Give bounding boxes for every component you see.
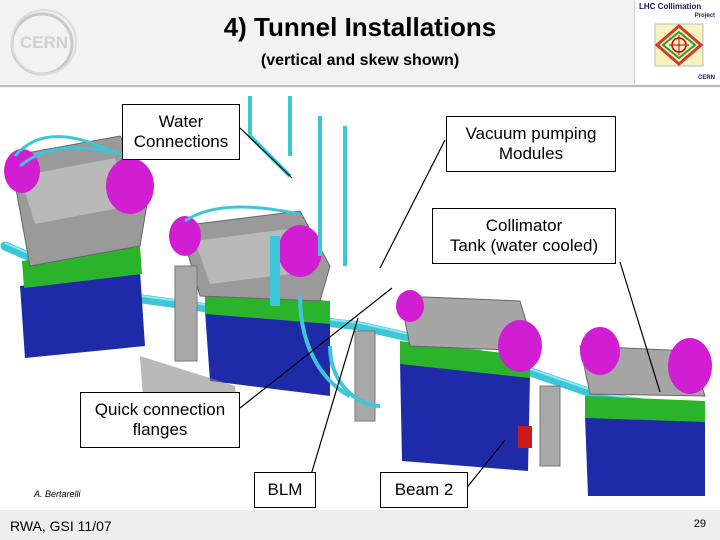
callout-water-connections: Water Connections — [122, 104, 240, 160]
tunnel-installation-render — [0, 96, 712, 496]
page-number: 29 — [693, 518, 706, 530]
lhc-collimation-logo: LHC Collimation Project CERN — [634, 0, 720, 84]
collimator-module-1 — [4, 135, 154, 358]
lhc-logo-subtitle: Project — [694, 13, 715, 19]
collimator-module-4 — [579, 327, 712, 496]
lhc-logo-title: LHC Collimation — [639, 2, 702, 11]
collimator-module-3 — [396, 290, 542, 471]
slide-header — [0, 0, 720, 88]
cern-logo: CERN — [10, 9, 77, 76]
callout-quick-flanges: Quick connection flanges — [80, 392, 240, 448]
callout-water-text: Water Connections — [133, 112, 229, 151]
callout-blm: BLM — [254, 472, 316, 508]
cern-logo-text: CERN — [20, 33, 68, 52]
callout-beam-text: Beam 2 — [394, 480, 454, 499]
slide-footer: RWA, GSI 11/07 29 — [0, 510, 720, 540]
footer-event-date: RWA, GSI 11/07 — [10, 518, 112, 534]
callout-blm-text: BLM — [267, 480, 303, 499]
callout-beam-2: Beam 2 — [380, 472, 468, 508]
callout-collimator-text: Collimator Tank (water cooled) — [449, 216, 599, 255]
callout-quick-text: Quick connection flanges — [94, 400, 226, 439]
slide-title: 4) Tunnel Installations — [223, 12, 497, 42]
slide-subtitle: (vertical and skew shown) — [260, 52, 460, 69]
collimator-emblem-icon — [654, 23, 704, 67]
callout-collimator-tank: Collimator Tank (water cooled) — [432, 208, 616, 264]
header-divider — [0, 85, 720, 87]
callout-vacuum-text: Vacuum pumping Modules — [465, 124, 597, 163]
lhc-logo-cern: CERN — [697, 75, 715, 81]
author-credit: A. Bertarelli — [34, 489, 81, 499]
callout-vacuum-pumping: Vacuum pumping Modules — [446, 116, 616, 172]
